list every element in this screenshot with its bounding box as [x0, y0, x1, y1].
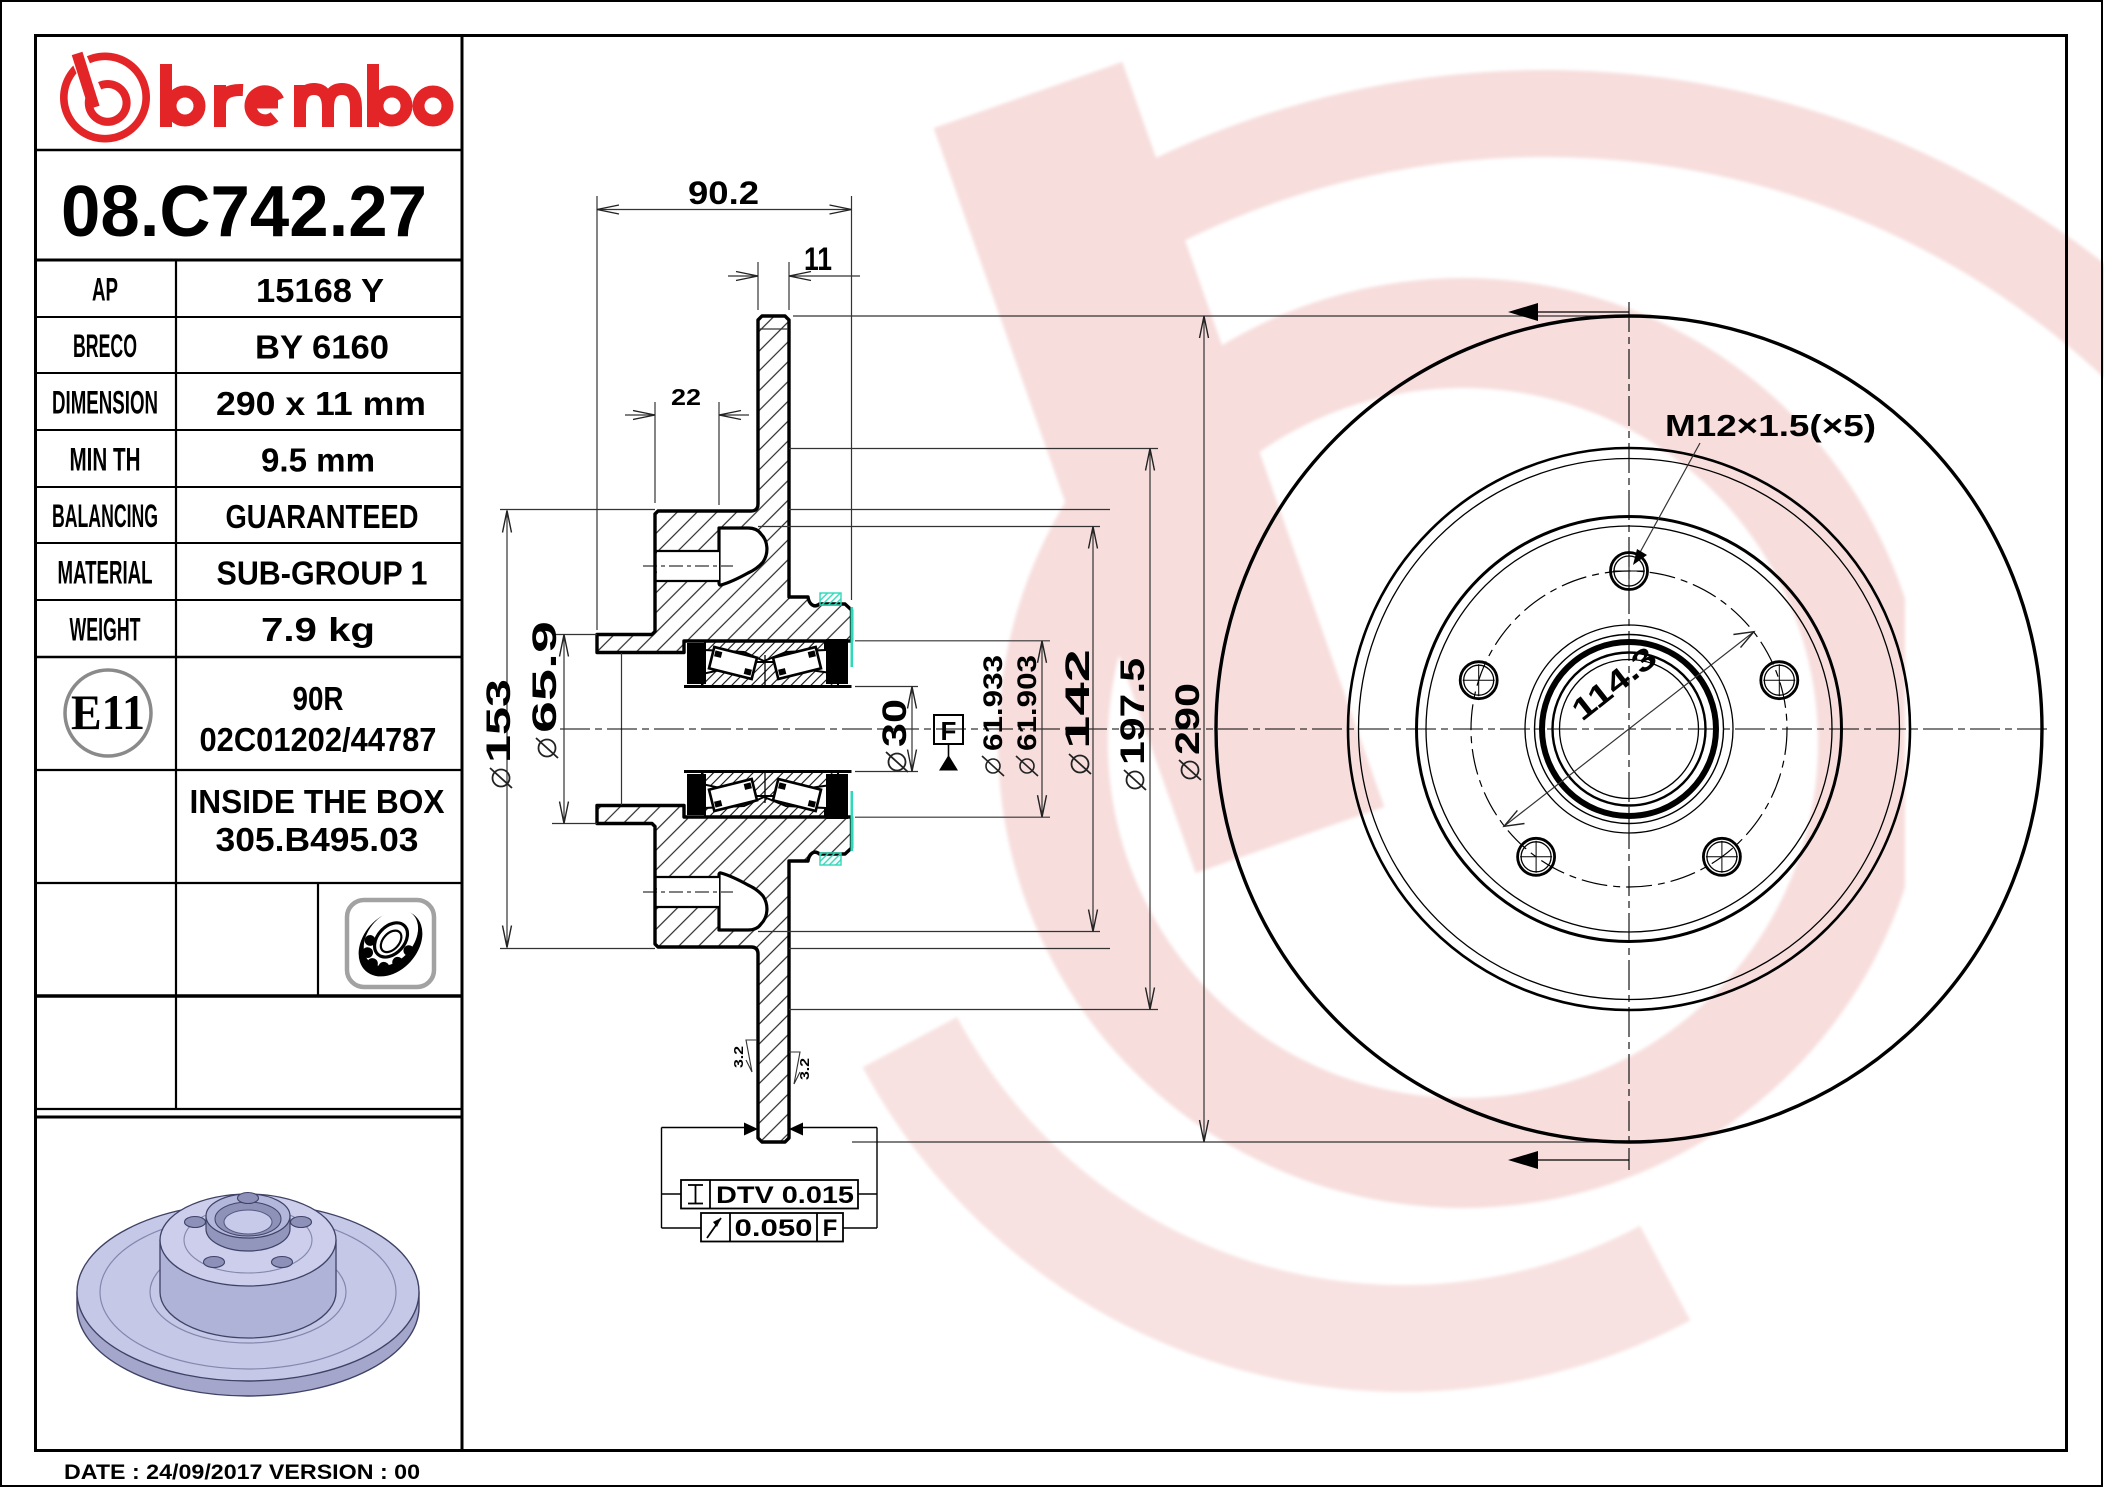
svg-text:90.2: 90.2	[688, 175, 759, 211]
svg-text:197.5: 197.5	[1114, 658, 1152, 765]
svg-text:INSIDE THE BOX: INSIDE THE BOX	[190, 783, 445, 820]
svg-text:MATERIAL: MATERIAL	[58, 555, 153, 591]
svg-text:30: 30	[876, 699, 914, 747]
svg-text:3.2: 3.2	[797, 1058, 812, 1080]
svg-text:142: 142	[1059, 649, 1097, 749]
svg-text:3.2: 3.2	[731, 1046, 746, 1068]
svg-text:305.B495.03: 305.B495.03	[216, 821, 419, 858]
svg-text:02C01202/44787: 02C01202/44787	[200, 721, 437, 758]
svg-text:BALANCING: BALANCING	[52, 498, 158, 534]
svg-text:M12×1.5(×5): M12×1.5(×5)	[1665, 409, 1876, 443]
svg-text:290 x 11 mm: 290 x 11 mm	[216, 385, 426, 422]
svg-text:DTV 0.015: DTV 0.015	[716, 1182, 854, 1209]
svg-text:65.9: 65.9	[526, 621, 564, 733]
svg-text:153: 153	[480, 679, 518, 763]
svg-text:9.5 mm: 9.5 mm	[261, 442, 375, 479]
svg-text:61.903: 61.903	[1012, 655, 1042, 751]
svg-text:15168 Y: 15168 Y	[256, 272, 384, 309]
svg-text:DATE : 24/09/2017 VERSION : 00: DATE : 24/09/2017 VERSION : 00	[64, 1460, 420, 1484]
svg-text:F: F	[823, 1215, 838, 1242]
svg-text:F: F	[941, 716, 957, 746]
svg-text:SUB-GROUP 1: SUB-GROUP 1	[217, 555, 428, 592]
svg-text:WEIGHT: WEIGHT	[70, 612, 141, 648]
svg-text:AP: AP	[92, 272, 118, 308]
svg-text:MIN TH: MIN TH	[70, 442, 141, 478]
svg-text:7.9 kg: 7.9 kg	[261, 611, 375, 648]
svg-text:11: 11	[804, 241, 832, 277]
svg-text:90R: 90R	[293, 680, 344, 717]
svg-text:BY 6160: BY 6160	[255, 329, 389, 366]
svg-text:08.C742.27: 08.C742.27	[61, 172, 427, 252]
svg-text:0.050: 0.050	[735, 1215, 813, 1242]
svg-text:DIMENSION: DIMENSION	[52, 385, 158, 421]
svg-text:290: 290	[1169, 683, 1207, 755]
svg-text:61.933: 61.933	[978, 655, 1008, 751]
svg-text:22: 22	[671, 384, 701, 410]
svg-text:BRECO: BRECO	[73, 328, 137, 364]
svg-text:GUARANTEED: GUARANTEED	[226, 498, 419, 535]
svg-text:E11: E11	[71, 684, 145, 740]
